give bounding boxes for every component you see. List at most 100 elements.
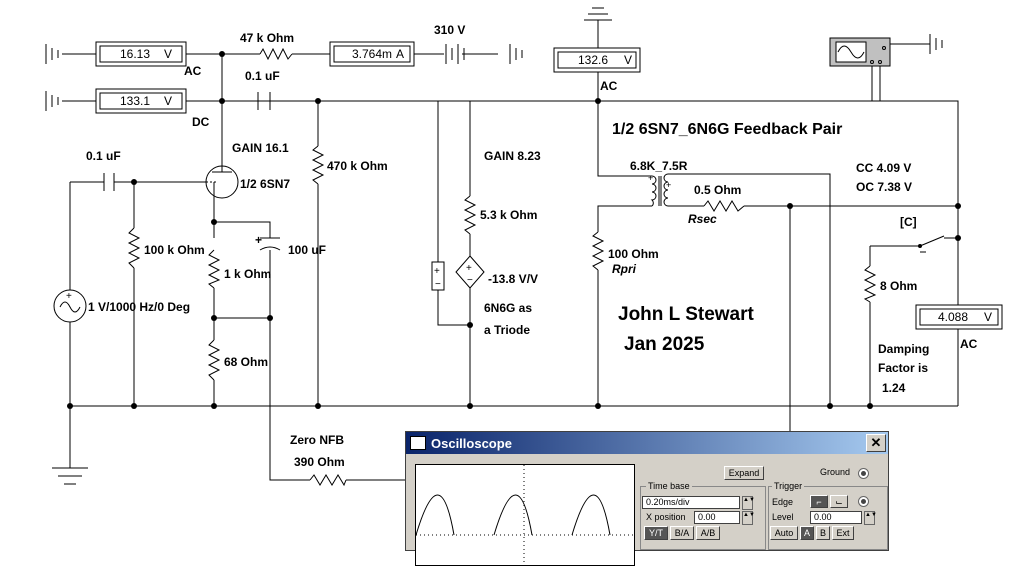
trigger-ext-button[interactable]: Ext xyxy=(832,526,854,540)
oscilloscope-icon[interactable] xyxy=(829,37,891,67)
trigger-b-button[interactable]: B xyxy=(816,526,830,540)
label-c01a: 0.1 uF xyxy=(245,69,280,83)
edge-label: Edge xyxy=(772,497,794,507)
label-310v: 310 V xyxy=(434,23,465,37)
svg-text:+: + xyxy=(66,291,72,302)
resistor-8 xyxy=(863,265,877,303)
label-m1-mode: AC xyxy=(184,64,202,78)
level-field[interactable]: 0.00 xyxy=(810,511,862,524)
timebase-spinner[interactable]: ▲▼ xyxy=(742,496,755,510)
edge-radio[interactable] xyxy=(858,496,869,507)
label-damping-1: Damping xyxy=(878,342,929,356)
label-m4-mode: AC xyxy=(600,79,618,93)
label-m2-mode: DC xyxy=(192,115,210,129)
label-c100u: 100 uF xyxy=(288,243,326,257)
resistor-47k xyxy=(259,47,293,61)
resistors xyxy=(127,47,877,487)
waveform-trace xyxy=(416,494,611,536)
svg-text:−: − xyxy=(435,279,441,290)
label-source: 1 V/1000 Hz/0 Deg xyxy=(88,300,190,314)
label-r68: 68 Ohm xyxy=(224,355,268,369)
meter-m2-unit: V xyxy=(164,94,172,108)
mode-ab-button[interactable]: A/B xyxy=(696,526,720,540)
svg-text:+: + xyxy=(666,180,671,190)
label-r100k: 100 k Ohm xyxy=(144,243,205,257)
wires xyxy=(62,20,959,481)
transformer: + + xyxy=(648,173,671,207)
xpos-spinner[interactable]: ▲▼ xyxy=(742,511,755,525)
diagram-title: 1/2 6SN7_6N6G Feedback Pair xyxy=(612,121,842,138)
label-r390: 390 Ohm xyxy=(294,455,345,469)
ground-symbol xyxy=(45,7,943,485)
meter-m4-unit: V xyxy=(624,53,632,67)
label-r100: 100 Ohm xyxy=(608,247,659,261)
meter-m2-value: 133.1 xyxy=(120,94,150,108)
meter-m5[interactable]: 4.088 V xyxy=(915,304,1003,330)
timebase-field[interactable]: 0.20ms/div xyxy=(642,496,740,509)
ac-source: + xyxy=(53,289,87,323)
svg-text:+: + xyxy=(648,173,653,183)
label-triode1: 6N6G as xyxy=(484,301,532,315)
label-rpri: Rpri xyxy=(612,262,637,276)
meter-m2[interactable]: 133.1 V xyxy=(95,88,187,114)
ground-label: Ground xyxy=(820,467,851,477)
label-r47k: 47 k Ohm xyxy=(240,31,294,45)
switch-c[interactable] xyxy=(870,235,945,253)
expand-button[interactable]: Expand xyxy=(724,466,764,480)
label-r05: 0.5 Ohm xyxy=(694,183,741,197)
junction-dots xyxy=(67,51,961,409)
meter-m1[interactable]: 16.13 V xyxy=(95,41,187,67)
edge-rising-button[interactable]: ⌐ xyxy=(810,495,828,508)
oscilloscope-window[interactable]: Oscilloscope ✕ Expand Ground Time base 0… xyxy=(405,431,889,566)
meter-m3[interactable]: 3.764m A xyxy=(329,41,415,67)
trigger-auto-button[interactable]: Auto xyxy=(770,526,798,540)
xpos-label: X position xyxy=(646,512,686,522)
oscilloscope-title: Oscilloscope xyxy=(431,435,512,451)
timebase-label: Time base xyxy=(646,481,692,491)
resistor-100-rpri xyxy=(591,231,605,271)
mode-ba-button[interactable]: B/A xyxy=(670,526,694,540)
close-icon[interactable]: ✕ xyxy=(866,434,886,452)
ground-radio[interactable] xyxy=(858,468,869,479)
tube-6sn7 xyxy=(205,165,239,199)
meter-m5-unit: V xyxy=(984,310,992,324)
edge-falling-button[interactable]: ⌙ xyxy=(830,495,848,508)
resistor-68 xyxy=(207,339,221,381)
label-oc: OC 7.38 V xyxy=(856,180,912,194)
meter-m4-value: 132.6 xyxy=(578,53,608,67)
schematic: 16.13 V 133.1 V 3.764m A 132.6 V 4.088 V xyxy=(45,7,1003,487)
resistor-5k3 xyxy=(463,195,477,235)
label-c01b: 0.1 uF xyxy=(86,149,121,163)
waveform-display xyxy=(416,465,634,565)
svg-text:+: + xyxy=(466,263,472,274)
meter-m3-unit: A xyxy=(396,47,404,61)
level-label: Level xyxy=(772,512,794,522)
label-damping-3: 1.24 xyxy=(882,381,906,395)
author-name: John L Stewart xyxy=(618,304,755,325)
meter-m4[interactable]: 132.6 V xyxy=(553,47,641,73)
trigger-a-button[interactable]: A xyxy=(800,526,814,540)
resistor-05-rsec xyxy=(703,200,745,212)
battery-310v xyxy=(445,44,465,64)
level-spinner[interactable]: ▲▼ xyxy=(864,511,877,525)
label-nfb: Zero NFB xyxy=(290,433,344,447)
meter-m1-value: 16.13 xyxy=(120,47,150,61)
label-r470k: 470 k Ohm xyxy=(327,159,388,173)
svg-text:+: + xyxy=(434,266,440,277)
oscilloscope-titlebar[interactable]: Oscilloscope ✕ xyxy=(406,432,888,454)
label-cc: CC 4.09 V xyxy=(856,161,911,175)
resistor-100k xyxy=(127,227,141,269)
oscilloscope-screen xyxy=(415,464,635,566)
label-gain2: GAIN 8.23 xyxy=(484,149,541,163)
svg-text:−: − xyxy=(467,275,473,286)
meter-m5-value: 4.088 xyxy=(938,310,968,324)
capacitors: + xyxy=(103,92,281,251)
author-date: Jan 2025 xyxy=(624,334,705,355)
mode-yt-button[interactable]: Y/T xyxy=(644,526,668,540)
label-xfmr: 6.8K_7.5R xyxy=(630,159,688,173)
label-r8: 8 Ohm xyxy=(880,279,917,293)
svg-text:+: + xyxy=(255,233,262,247)
resistor-1k xyxy=(207,249,221,289)
label-m5-mode: AC xyxy=(960,337,978,351)
xpos-field[interactable]: 0.00 xyxy=(694,511,740,524)
